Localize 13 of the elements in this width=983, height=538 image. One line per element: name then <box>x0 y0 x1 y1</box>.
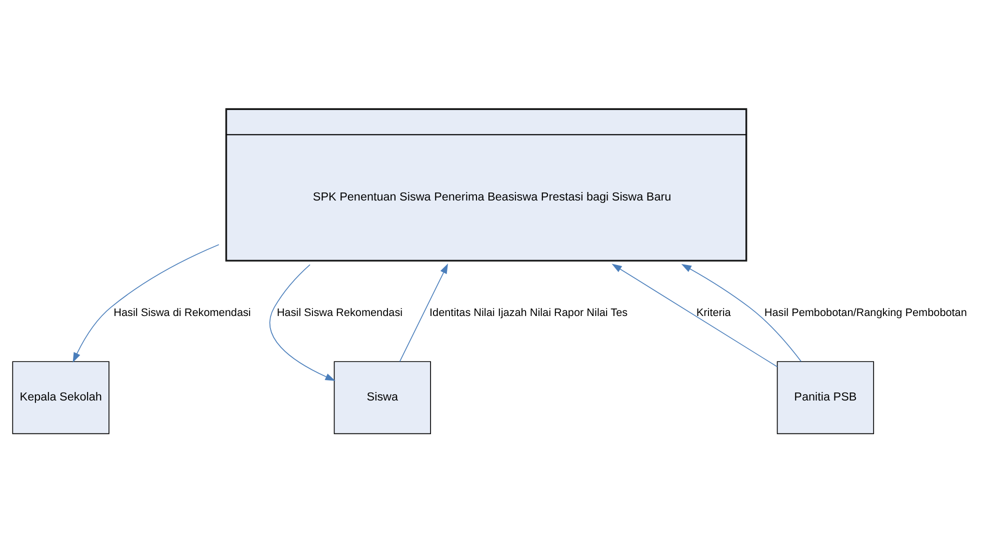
arrow <box>269 264 336 380</box>
node-box: Panitia PSB <box>776 360 874 434</box>
edge-label: Hasil Siswa Rekomendasi <box>276 306 403 318</box>
edge-label: Kriteria <box>696 306 731 318</box>
arrow <box>399 263 448 362</box>
edge-label: Hasil Pembobotan/Rangking Pembobotan <box>764 306 967 318</box>
edge-label: Hasil Siswa di Rekomendasi <box>114 306 251 318</box>
edge-label: Identitas Nilai Ijazah Nilai Rapor Nilai Tes <box>430 306 628 318</box>
node-box: Siswa <box>334 360 431 434</box>
arrow <box>72 244 220 362</box>
arrow <box>681 264 802 362</box>
arrow <box>612 263 778 367</box>
node-box: Kepala Sekolah <box>12 360 110 434</box>
